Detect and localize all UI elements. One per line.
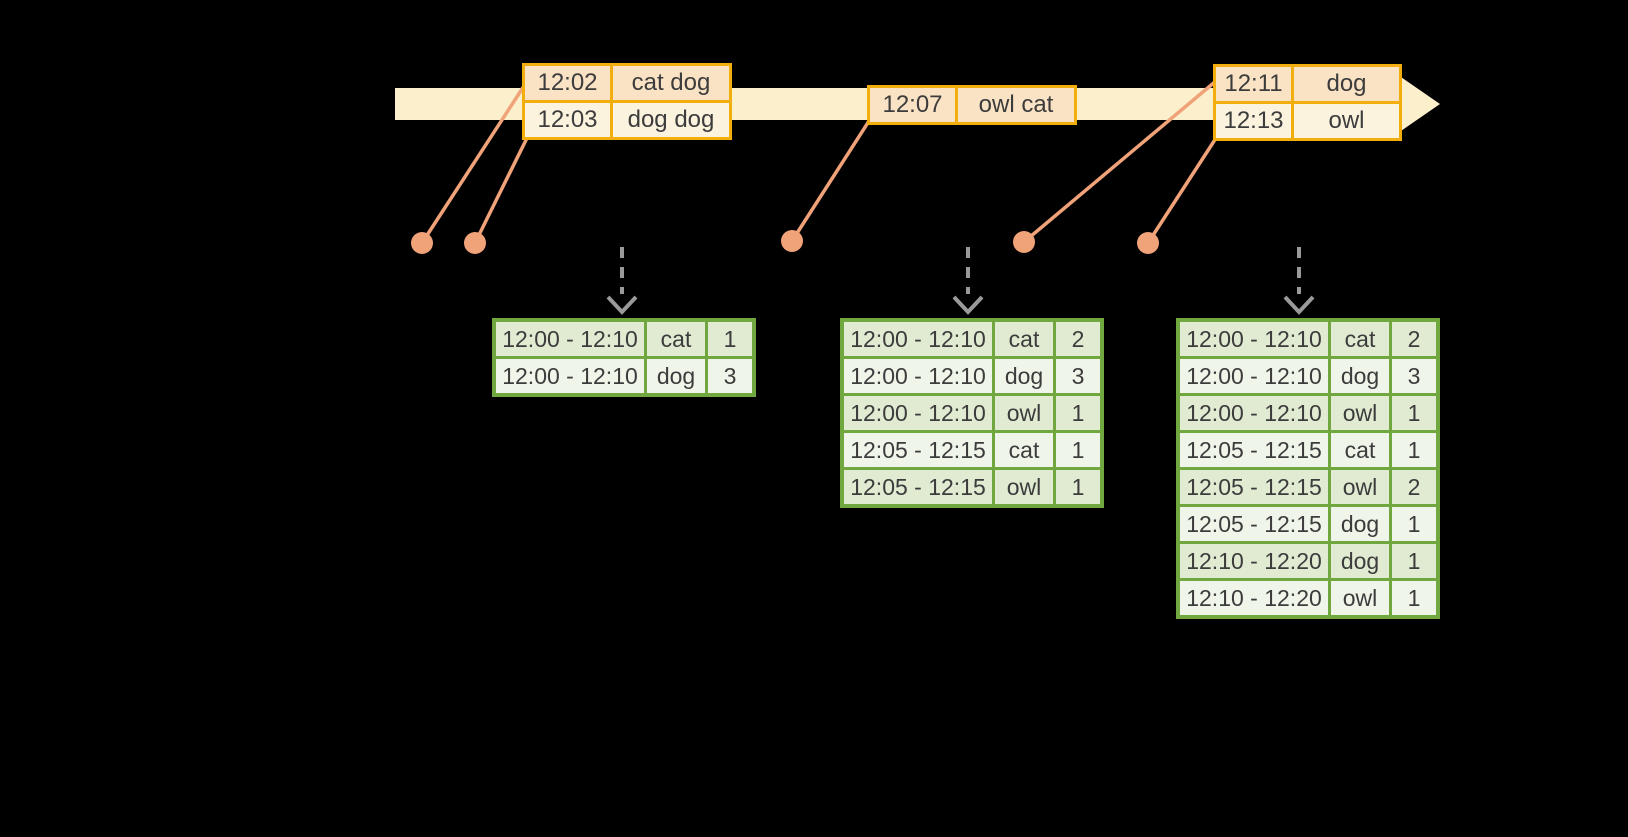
window-range: 12:00 - 12:10 (840, 356, 995, 396)
event-dot-icon (411, 232, 433, 254)
table-row: 12:05 - 12:15 cat 1 (1176, 430, 1440, 470)
count-value: 2 (1389, 467, 1440, 507)
table-row: 12:00 - 12:10 owl 1 (840, 393, 1104, 433)
result-table-1: 12:00 - 12:10 cat 1 12:00 - 12:10 dog 3 (492, 318, 756, 397)
event-table-2: 12:07 owl cat (867, 85, 1077, 125)
count-value: 1 (1053, 430, 1104, 470)
result-table-3: 12:00 - 12:10 cat 2 12:00 - 12:10 dog 3 … (1176, 318, 1440, 619)
event-time: 12:02 (522, 63, 613, 103)
connector-line (1146, 134, 1220, 244)
event-table-3: 12:11 dog 12:13 owl (1213, 64, 1402, 141)
count-value: 3 (1053, 356, 1104, 396)
table-row: 12:05 - 12:15 owl 1 (840, 467, 1104, 508)
table-row: 12:00 - 12:10 dog 3 (1176, 356, 1440, 396)
event-words: cat dog (610, 63, 732, 103)
event-words: dog (1291, 64, 1402, 104)
table-row: 12:07 owl cat (867, 85, 1077, 125)
word-value: cat (992, 318, 1056, 359)
window-range: 12:00 - 12:10 (492, 318, 647, 359)
window-range: 12:05 - 12:15 (1176, 504, 1331, 544)
word-value: owl (992, 467, 1056, 508)
timeline-right-arrowhead-icon (1398, 75, 1440, 133)
table-row: 12:05 - 12:15 cat 1 (840, 430, 1104, 470)
table-row: 12:00 - 12:10 cat 1 (492, 318, 756, 359)
table-row: 12:03 dog dog (522, 100, 732, 140)
count-value: 1 (1389, 504, 1440, 544)
window-range: 12:05 - 12:15 (1176, 467, 1331, 507)
word-value: cat (1328, 430, 1392, 470)
count-value: 1 (705, 318, 756, 359)
window-range: 12:00 - 12:10 (840, 393, 995, 433)
connector-line (790, 120, 871, 242)
word-value: owl (1328, 393, 1392, 433)
count-value: 1 (1053, 393, 1104, 433)
word-value: owl (1328, 578, 1392, 619)
word-value: cat (644, 318, 708, 359)
result-table-2: 12:00 - 12:10 cat 2 12:00 - 12:10 dog 3 … (840, 318, 1104, 508)
table-row: 12:13 owl (1213, 101, 1402, 141)
connector-lines (420, 79, 1220, 244)
word-value: cat (992, 430, 1056, 470)
arrowhead-chevron-icon (952, 295, 984, 315)
count-value: 1 (1389, 393, 1440, 433)
count-value: 1 (1389, 578, 1440, 619)
window-range: 12:00 - 12:10 (1176, 393, 1331, 433)
count-value: 2 (1389, 318, 1440, 359)
word-value: dog (992, 356, 1056, 396)
event-dot-icon (1137, 232, 1159, 254)
connector-line (1022, 79, 1218, 244)
arrowhead-chevron-icon (1283, 295, 1315, 315)
window-range: 12:00 - 12:10 (492, 356, 647, 397)
table-row: 12:00 - 12:10 dog 3 (840, 356, 1104, 396)
event-time: 12:11 (1213, 64, 1294, 104)
table-row: 12:00 - 12:10 dog 3 (492, 356, 756, 397)
count-value: 1 (1389, 430, 1440, 470)
window-range: 12:05 - 12:15 (840, 430, 995, 470)
table-row: 12:00 - 12:10 cat 2 (840, 318, 1104, 359)
table-row: 12:10 - 12:20 dog 1 (1176, 541, 1440, 581)
event-words: owl (1291, 101, 1402, 141)
window-range: 12:00 - 12:10 (840, 318, 995, 359)
word-value: dog (1328, 504, 1392, 544)
window-range: 12:10 - 12:20 (1176, 541, 1331, 581)
window-range: 12:05 - 12:15 (1176, 430, 1331, 470)
count-value: 3 (705, 356, 756, 397)
window-range: 12:05 - 12:15 (840, 467, 995, 508)
table-row: 12:02 cat dog (522, 63, 732, 103)
word-value: dog (1328, 541, 1392, 581)
event-words: owl cat (955, 85, 1077, 125)
count-value: 2 (1053, 318, 1104, 359)
word-value: owl (1328, 467, 1392, 507)
event-words: dog dog (610, 100, 732, 140)
event-time: 12:03 (522, 100, 613, 140)
event-dot-icon (464, 232, 486, 254)
event-markers (411, 230, 1159, 254)
table-row: 12:11 dog (1213, 64, 1402, 104)
count-value: 3 (1389, 356, 1440, 396)
table-row: 12:00 - 12:10 owl 1 (1176, 393, 1440, 433)
word-value: dog (644, 356, 708, 397)
flow-arrows (606, 247, 1315, 315)
table-row: 12:00 - 12:10 cat 2 (1176, 318, 1440, 359)
word-value: cat (1328, 318, 1392, 359)
count-value: 1 (1053, 467, 1104, 508)
event-table-1: 12:02 cat dog 12:03 dog dog (522, 63, 732, 140)
event-dot-icon (1013, 231, 1035, 253)
window-range: 12:00 - 12:10 (1176, 318, 1331, 359)
event-time: 12:07 (867, 85, 958, 125)
table-row: 12:05 - 12:15 owl 2 (1176, 467, 1440, 507)
table-row: 12:10 - 12:20 owl 1 (1176, 578, 1440, 619)
table-row: 12:05 - 12:15 dog 1 (1176, 504, 1440, 544)
window-range: 12:10 - 12:20 (1176, 578, 1331, 619)
word-value: owl (992, 393, 1056, 433)
connector-line (473, 135, 530, 244)
event-dot-icon (781, 230, 803, 252)
arrowhead-chevron-icon (606, 295, 638, 315)
window-range: 12:00 - 12:10 (1176, 356, 1331, 396)
event-time: 12:13 (1213, 101, 1294, 141)
count-value: 1 (1389, 541, 1440, 581)
connector-line (420, 85, 526, 244)
word-value: dog (1328, 356, 1392, 396)
